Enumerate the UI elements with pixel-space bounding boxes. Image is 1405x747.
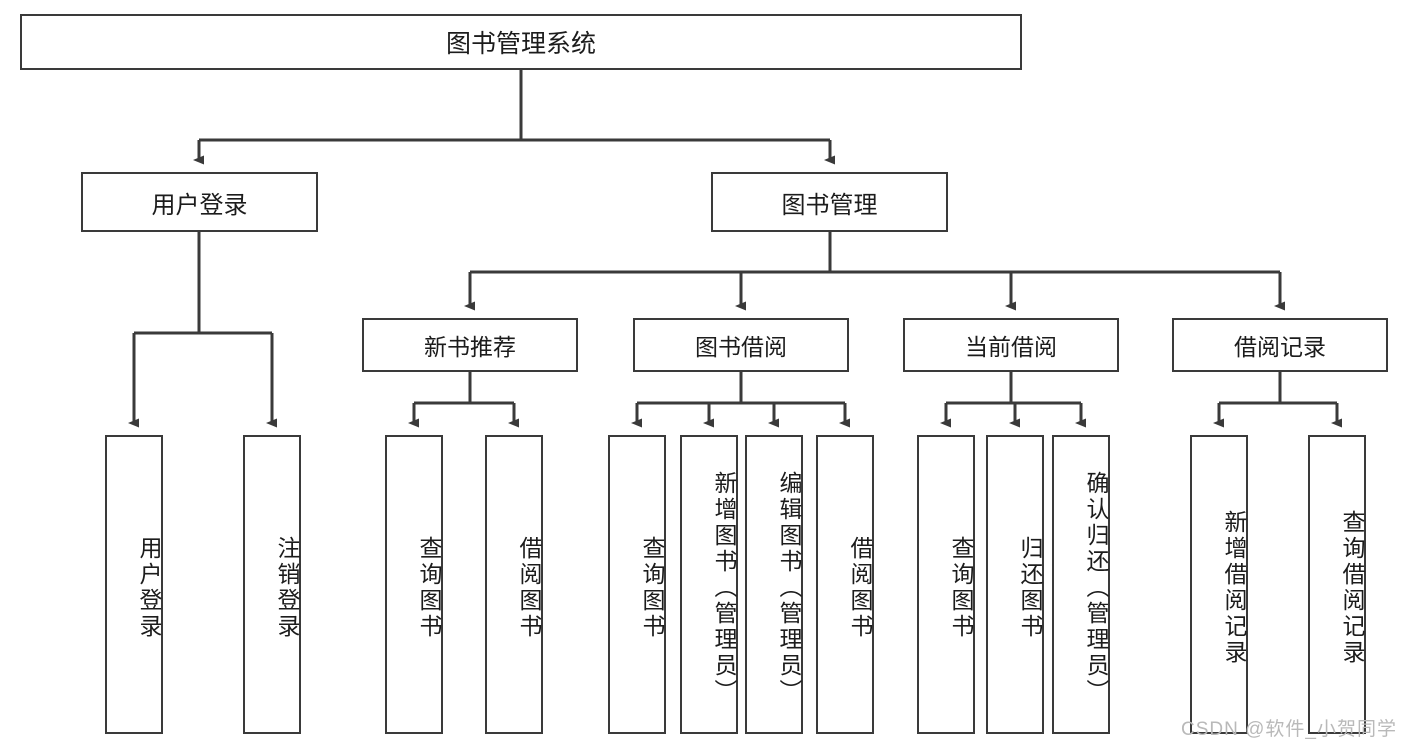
- node-book-borrow-label: 图书借阅: [695, 334, 787, 360]
- node-root-label: 图书管理系统: [445, 30, 596, 58]
- leaf-search-borrow-record[interactable]: 查询借阅记录: [1308, 435, 1366, 734]
- leaf-confirm-return-admin[interactable]: 确认归还（管理员）: [1052, 435, 1110, 734]
- leaf-return-book-label: 归还图书: [1017, 535, 1043, 640]
- leaf-user-login-label: 用户登录: [136, 535, 162, 640]
- leaf-search-book-current[interactable]: 查询图书: [917, 435, 975, 734]
- node-book-management[interactable]: 图书管理: [711, 172, 948, 232]
- node-current-borrow[interactable]: 当前借阅: [903, 318, 1119, 372]
- leaf-return-book[interactable]: 归还图书: [986, 435, 1044, 734]
- leaf-add-borrow-record-label: 新增借阅记录: [1221, 509, 1247, 666]
- leaf-search-borrow-record-label: 查询借阅记录: [1339, 509, 1365, 666]
- node-book-borrow[interactable]: 图书借阅: [633, 318, 849, 372]
- leaf-borrow-book[interactable]: 借阅图书: [816, 435, 874, 734]
- leaf-add-book-admin[interactable]: 新增图书（管理员）: [680, 435, 738, 734]
- node-new-book-recommend[interactable]: 新书推荐: [362, 318, 578, 372]
- leaf-search-book-borrow[interactable]: 查询图书: [608, 435, 666, 734]
- leaf-logout-label: 注销登录: [274, 535, 300, 640]
- leaf-add-book-admin-label: 新增图书（管理员）: [711, 470, 737, 705]
- leaf-search-book-newbook-label: 查询图书: [416, 535, 442, 640]
- leaf-borrow-book-newbook-label: 借阅图书: [516, 535, 542, 640]
- node-current-borrow-label: 当前借阅: [965, 334, 1057, 360]
- leaf-search-book-newbook[interactable]: 查询图书: [385, 435, 443, 734]
- leaf-add-borrow-record[interactable]: 新增借阅记录: [1190, 435, 1248, 734]
- leaf-borrow-book-newbook[interactable]: 借阅图书: [485, 435, 543, 734]
- node-user-login-label: 用户登录: [151, 191, 248, 219]
- leaf-edit-book-admin[interactable]: 编辑图书（管理员）: [745, 435, 803, 734]
- leaf-edit-book-admin-label: 编辑图书（管理员）: [776, 470, 802, 705]
- leaf-confirm-return-admin-label: 确认归还（管理员）: [1083, 470, 1109, 705]
- node-root-system[interactable]: 图书管理系统: [20, 14, 1022, 70]
- csdn-watermark: CSDN @软件_小贺同学: [1181, 719, 1397, 740]
- node-new-book-recommend-label: 新书推荐: [424, 334, 516, 360]
- node-user-login[interactable]: 用户登录: [81, 172, 318, 232]
- leaf-user-login[interactable]: 用户登录: [105, 435, 163, 734]
- node-book-management-label: 图书管理: [781, 191, 878, 219]
- node-borrow-record[interactable]: 借阅记录: [1172, 318, 1388, 372]
- leaf-borrow-book-label: 借阅图书: [847, 535, 873, 640]
- leaf-logout[interactable]: 注销登录: [243, 435, 301, 734]
- leaf-search-book-borrow-label: 查询图书: [639, 535, 665, 640]
- leaf-search-book-current-label: 查询图书: [948, 535, 974, 640]
- node-borrow-record-label: 借阅记录: [1234, 334, 1326, 360]
